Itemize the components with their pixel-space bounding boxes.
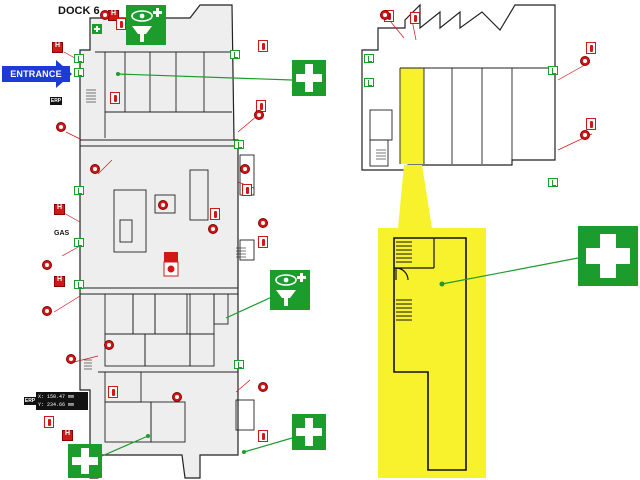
fire-hose-icon — [54, 276, 65, 287]
fire-alarm-icon — [380, 10, 390, 20]
fire-alarm-icon — [580, 130, 590, 140]
entrance-label: ENTRANCE — [2, 66, 70, 82]
fire-alarm-icon — [208, 224, 218, 234]
fire-alarm-icon — [258, 218, 268, 228]
fire-extinguisher-icon — [116, 18, 126, 30]
fire-extinguisher-icon — [258, 236, 268, 248]
fire-alarm-icon — [104, 340, 114, 350]
left-building-outline — [79, 4, 239, 479]
fire-hose-icon — [54, 204, 65, 215]
emergency-exit-icon — [234, 360, 244, 369]
emergency-exit-icon — [548, 178, 558, 187]
erp-badge: ERP — [50, 97, 62, 105]
fire-extinguisher-icon — [258, 430, 268, 442]
fire-alarm-icon — [56, 122, 66, 132]
emergency-exit-icon — [74, 186, 84, 195]
first-aid-marker-icon — [92, 24, 102, 34]
fire-alarm-icon — [90, 164, 100, 174]
emergency-exit-icon — [74, 238, 84, 247]
fire-alarm-icon — [42, 260, 52, 270]
fire-extinguisher-icon — [108, 386, 118, 398]
emergency-exit-icon — [364, 78, 374, 87]
right-building — [361, 3, 556, 171]
left-building — [79, 4, 255, 479]
first-aid-leaders — [101, 73, 579, 457]
fire-extinguisher-icon — [586, 42, 596, 54]
right-building-outline — [361, 3, 556, 171]
fire-extinguisher-icon — [110, 92, 120, 104]
emergency-exit-icon — [74, 54, 84, 63]
fire-alarm-icon — [158, 200, 168, 210]
first-aid-cross-icon — [292, 60, 326, 96]
zoomed-room-detail — [394, 238, 435, 281]
fire-extinguisher-icon — [410, 12, 420, 24]
emergency-exit-icon — [548, 66, 558, 75]
emergency-exit-icon — [74, 68, 84, 77]
fire-alarm-icon — [66, 354, 76, 364]
erp-badge: ERP — [24, 397, 36, 405]
fire-hose-icon — [52, 42, 63, 53]
fire-panel-icon — [163, 252, 179, 277]
fire-alarm-icon — [258, 382, 268, 392]
fire-alarm-icon — [254, 110, 264, 120]
emergency-exit-icon — [364, 54, 374, 63]
coordinate-x: X: 150.47 mm — [38, 394, 75, 400]
eyewash-station-icon — [126, 5, 166, 45]
fire-extinguisher-icon — [242, 184, 252, 196]
fire-hose-icon — [62, 430, 73, 441]
fire-alarm-icon — [100, 10, 110, 20]
first-aid-cross-icon — [578, 226, 638, 286]
fire-extinguisher-icon — [586, 118, 596, 130]
zoomed-room-outline — [393, 237, 467, 471]
fire-extinguisher-icon — [258, 40, 268, 52]
gas-label: GAS — [54, 230, 70, 237]
first-aid-cross-icon — [292, 414, 326, 450]
eyewash-station-icon — [270, 270, 310, 310]
emergency-exit-icon — [234, 140, 244, 149]
emergency-exit-icon — [230, 50, 240, 59]
plan-title: DOCK 6 — [58, 5, 100, 17]
zoom-callout-wedge — [398, 165, 432, 228]
fire-extinguisher-icon — [44, 416, 54, 428]
fire-alarm-icon — [172, 392, 182, 402]
coordinate-y: Y: 234.66 mm — [38, 402, 75, 408]
fire-alarm-icon — [580, 56, 590, 66]
fire-alarm-icon — [42, 306, 52, 316]
fire-alarm-icon — [240, 164, 250, 174]
emergency-exit-icon — [74, 280, 84, 289]
coordinate-readout: X: 150.47 mm Y: 234.66 mm — [36, 392, 88, 410]
fire-extinguisher-icon — [210, 208, 220, 220]
zoomed-stairs — [396, 241, 412, 321]
first-aid-cross-icon — [68, 444, 102, 478]
